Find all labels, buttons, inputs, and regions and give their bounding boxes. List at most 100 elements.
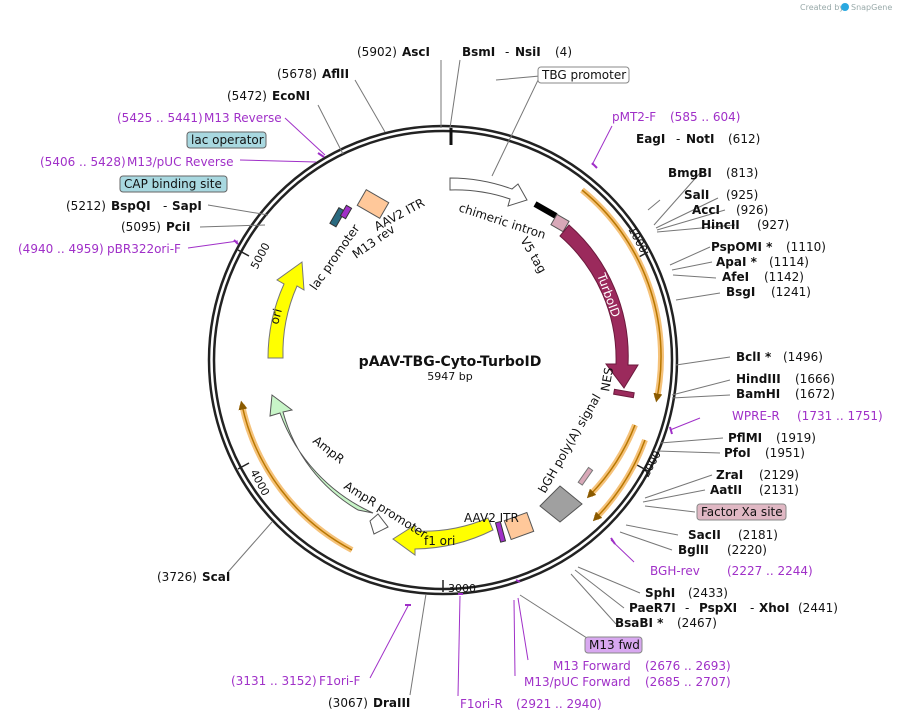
m13fwd-range: (2676 .. 2693) (645, 659, 731, 673)
orange-arc-right (581, 189, 663, 403)
factor-xa-site-label: Factor Xa site (701, 505, 783, 519)
aav2-itr-bottom-label: AAV2 ITR (464, 511, 519, 525)
aatII-pos: (2131) (759, 483, 799, 497)
m13-rev-box (339, 204, 353, 220)
wprer-range: (1731 .. 1751) (797, 409, 883, 423)
eagI-notI-sep: - (676, 132, 680, 146)
bclI-pos: (1496) (783, 350, 823, 364)
bsaBI-name: BsaBI * (615, 616, 664, 630)
plasmid-name: pAAV-TBG-Cyto-TurboID (359, 354, 542, 370)
lac-operator-box (186, 131, 267, 149)
turboid-label: TurboID (594, 270, 623, 319)
sacII-name: SacII (688, 528, 721, 542)
pbr322-range: (4940 .. 4959) (18, 242, 104, 256)
bamHI-name: BamHI (736, 387, 780, 401)
bsgI-name: BsgI (726, 285, 755, 299)
bsmI-nsiI-sep: - (505, 45, 509, 59)
f1orif-name: F1ori-F (319, 674, 360, 688)
aflII-name: AflII (322, 67, 349, 81)
f1-ori-arrow (392, 517, 494, 556)
scaI-pos: (3726) (157, 570, 197, 584)
pspOMI-pos: (1110) (786, 240, 826, 254)
m13rev-range: (5425 .. 5441) (117, 111, 203, 125)
salI-name: SalI (684, 188, 709, 202)
orange-arc-left (238, 400, 353, 551)
m13fwd-name: M13 Forward (553, 659, 631, 673)
hindIII-name: HindIII (736, 372, 781, 386)
hindIII-pos: (1666) (795, 372, 835, 386)
bgh-polya-box (539, 485, 583, 523)
orange-arc-mid (586, 424, 636, 499)
m13pucfwd-name: M13/pUC Forward (524, 675, 631, 689)
cap-binding-label: CAP binding site (124, 177, 222, 191)
bsmI-name: BsmI (462, 45, 495, 59)
xhoI-pos: (2441) (798, 601, 838, 615)
bspQI-pos: (5212) (66, 199, 106, 213)
draIII-pos: (3067) (328, 696, 368, 710)
snapgene-logo-icon (841, 3, 849, 11)
afeI-name: AfeI (722, 270, 749, 284)
m13pucrev-name: M13/pUC Reverse (127, 155, 234, 169)
f1orif-range: (3131 .. 3152) (231, 674, 317, 688)
paeR7I-pspXI-sep: - (685, 601, 689, 615)
tbg-promoter-box (537, 66, 630, 84)
bglII-pos: (2220) (727, 543, 767, 557)
lac-operator-label: lac operator (191, 133, 264, 147)
aav2-itr-bottom-box (503, 511, 535, 541)
draIII-name: DraIII (373, 696, 410, 710)
tick-4000 (237, 462, 250, 470)
bclI-name: BclI * (736, 350, 772, 364)
notI-name: NotI (686, 132, 715, 146)
bamHI-pos: (1672) (795, 387, 835, 401)
eagI-name: EagI (636, 132, 665, 146)
pflMI-pos: (1919) (776, 431, 816, 445)
v5-tag-box (550, 213, 570, 233)
ampr-arrow (269, 394, 374, 514)
tick-5000 (237, 249, 250, 257)
primer-ticks (233, 152, 673, 606)
factor-xa-site-box (696, 503, 787, 521)
ampr-label: AmpR (310, 433, 347, 466)
tbg-promoter-label: TBG promoter (541, 68, 626, 82)
zraI-name: ZraI (716, 468, 743, 482)
bglII-name: BglII (678, 543, 709, 557)
accI-name: AccI (692, 203, 720, 217)
salI-pos: (925) (726, 188, 758, 202)
bmgBI-pos: (813) (726, 166, 758, 180)
sphI-pos: (2433) (688, 586, 728, 600)
ascI-pos: (5902) (357, 45, 397, 59)
bspQI-name: BspQI (111, 199, 151, 213)
paeR7I-name: PaeR7I (629, 601, 676, 615)
sapI-name: SapI (172, 199, 202, 213)
v5-tag-label: V5 tag (517, 235, 549, 276)
plasmid-size: 5947 bp (427, 370, 472, 383)
m13-fwd-box (494, 520, 507, 543)
turboid-arrow (559, 224, 639, 389)
nes-label: NES (598, 366, 616, 392)
tick-2000 (636, 464, 649, 472)
tbg-promoter-arrow (449, 177, 528, 207)
bsgI-pos: (1241) (771, 285, 811, 299)
enzyme-leader-lines (199, 59, 736, 696)
notI-pos: (612) (728, 132, 760, 146)
ascI-name: AscI (402, 45, 430, 59)
pspXI-name: PspXI (699, 601, 737, 615)
xhoI-name: XhoI (759, 601, 790, 615)
pciI-name: PciI (166, 220, 191, 234)
pflMI-name: PflMI (728, 431, 762, 445)
chimeric-intron-bar (533, 201, 558, 219)
bgh-polya-label: bGH poly(A) signal (535, 391, 603, 495)
pmt2f-name: pMT2-F (612, 110, 656, 124)
apaI-name: ApaI * (716, 255, 758, 269)
ori-arrow (267, 261, 305, 359)
m13pucfwd-range: (2685 .. 2707) (645, 675, 731, 689)
bsaBI-pos: (2467) (677, 616, 717, 630)
accI-pos: (926) (736, 203, 768, 217)
f1orir-name: F1ori-R (460, 697, 503, 711)
sphI-name: SphI (645, 586, 675, 600)
pbr322-name: pBR322ori-F (107, 242, 181, 256)
aav2-itr-top-box (356, 189, 390, 219)
f1-ori-label: f1 ori (424, 534, 455, 548)
cap-binding-box (119, 175, 228, 193)
bghrev-name: BGH-rev (650, 564, 700, 578)
